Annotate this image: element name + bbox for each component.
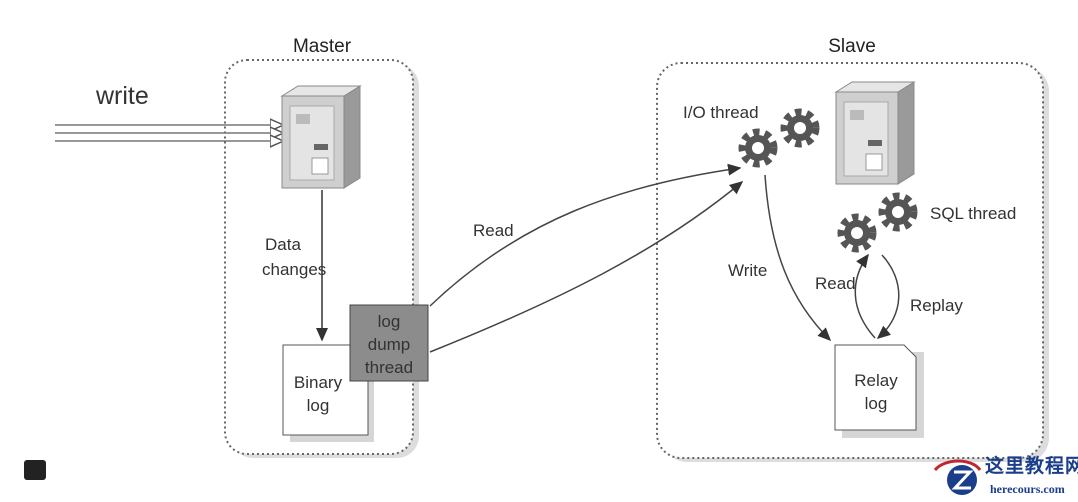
master-title: Master: [293, 36, 352, 57]
binary-log-label-2: log: [307, 396, 330, 415]
slave-server-icon: [835, 81, 915, 185]
sql-gear-icon-2: [883, 197, 913, 227]
log-dump-thread-box: [349, 304, 429, 382]
log-dump-label-2: dump: [368, 335, 411, 354]
sql-thread-label: SQL thread: [930, 204, 1016, 223]
io-gear-icon: [743, 133, 773, 163]
sql-read-arrow: [854, 253, 876, 339]
slave-write-label: Write: [728, 261, 767, 280]
slave-title: Slave: [828, 36, 876, 57]
log-dump-label-3: thread: [365, 358, 413, 377]
write-arrow: [764, 174, 832, 342]
data-changes-label-2: changes: [262, 260, 326, 279]
read-arrow: [429, 163, 742, 307]
relay-log-doc: [834, 344, 924, 438]
log-dump-label-1: log: [378, 312, 401, 331]
replay-arrow: [876, 254, 900, 339]
io-thread-label: I/O thread: [683, 103, 759, 122]
relay-log-label: Relay: [854, 371, 898, 390]
watermark-logo-icon: [933, 459, 982, 495]
corner-mark: [24, 460, 46, 480]
replay-label: Replay: [910, 296, 963, 315]
read-label: Read: [473, 221, 514, 240]
io-gear-icon-2: [785, 113, 815, 143]
write-arrows: [55, 125, 282, 141]
sql-read-label: Read: [815, 274, 856, 293]
read-arrow-2: [429, 181, 744, 353]
watermark-cn: 这里教程网: [985, 455, 1078, 477]
master-server-icon: [281, 85, 361, 189]
relay-log-label-2: log: [865, 394, 888, 413]
watermark-en: herecours.com: [990, 482, 1065, 496]
binary-log-label: Binary: [294, 373, 343, 392]
sql-gear-icon: [842, 218, 872, 248]
write-label: write: [95, 82, 149, 110]
data-changes-label: Data: [265, 235, 301, 254]
